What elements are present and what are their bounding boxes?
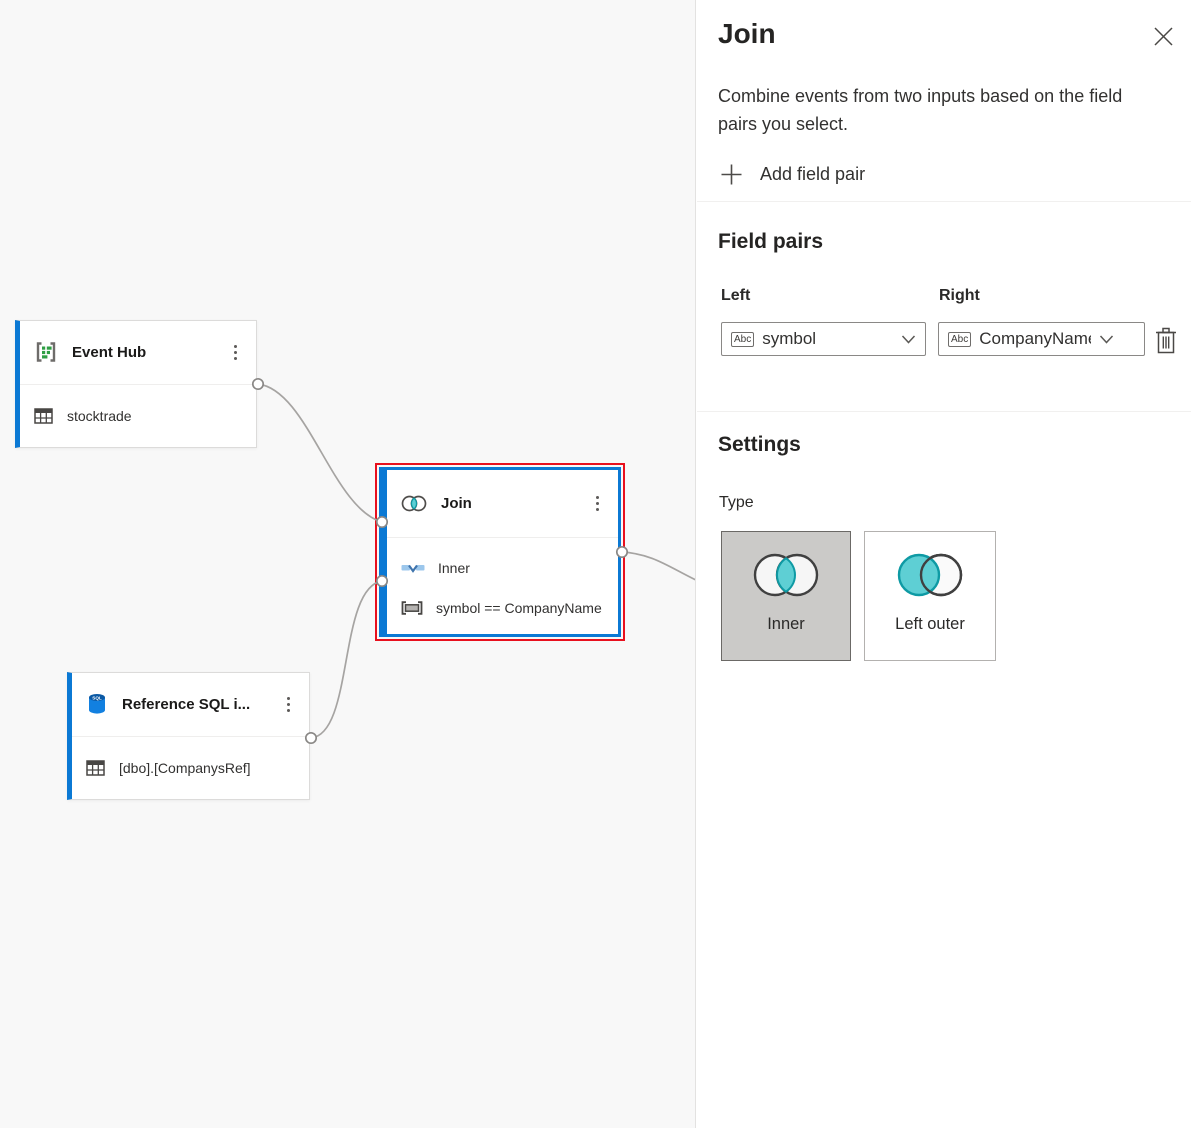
node-title: Event Hub bbox=[72, 343, 147, 361]
right-field-value: CompanyName bbox=[979, 329, 1092, 348]
add-field-pair-button[interactable]: Add field pair bbox=[720, 163, 865, 186]
node-join-selection-outline: Join Inner bbox=[375, 463, 625, 641]
add-field-pair-label: Add field pair bbox=[760, 164, 866, 184]
inner-join-icon bbox=[401, 561, 425, 575]
join-condition-value: symbol == CompanyName bbox=[436, 600, 602, 616]
divider bbox=[697, 201, 1191, 202]
text-type-icon: Abc bbox=[948, 331, 972, 347]
join-condition-icon bbox=[401, 601, 423, 615]
join-condition-row: symbol == CompanyName bbox=[401, 588, 618, 628]
left-outer-join-venn-icon bbox=[897, 553, 963, 597]
node-title: Reference SQL i... bbox=[122, 695, 251, 713]
delete-field-pair-button[interactable] bbox=[1153, 327, 1179, 355]
diagram-canvas[interactable]: Event Hub stocktrade bbox=[0, 0, 695, 1128]
inner-option-label: Inner bbox=[767, 615, 805, 633]
inner-join-venn-icon bbox=[753, 553, 819, 597]
svg-text:SQL: SQL bbox=[92, 696, 102, 701]
join-venn-icon bbox=[401, 494, 427, 513]
node-reference-sql-body: [dbo].[CompanysRef] bbox=[72, 735, 309, 800]
join-type-row: Inner bbox=[401, 548, 618, 588]
node-reference-sql-header: SQL Reference SQL i... bbox=[72, 673, 309, 736]
panel-title: Join bbox=[718, 18, 776, 49]
edge-join-output bbox=[621, 551, 695, 581]
more-options-icon[interactable] bbox=[284, 693, 293, 716]
table-name: stocktrade bbox=[67, 407, 132, 424]
left-outer-option-label: Left outer bbox=[895, 615, 965, 633]
node-event-hub-body: stocktrade bbox=[20, 383, 256, 448]
node-reference-sql[interactable]: SQL Reference SQL i... [dbo].[CompanysRe… bbox=[67, 672, 310, 800]
table-icon bbox=[86, 760, 105, 776]
trash-icon bbox=[1156, 327, 1176, 354]
plus-icon bbox=[721, 164, 742, 185]
chevron-down-icon bbox=[901, 334, 916, 344]
left-field-dropdown[interactable]: Abc symbol bbox=[721, 322, 926, 356]
chevron-down-icon bbox=[1100, 334, 1114, 344]
sql-database-icon: SQL bbox=[86, 692, 108, 716]
close-button[interactable] bbox=[1151, 24, 1175, 48]
node-join-header: Join bbox=[387, 470, 618, 537]
node-event-hub[interactable]: Event Hub stocktrade bbox=[15, 320, 257, 448]
table-name: [dbo].[CompanysRef] bbox=[119, 759, 251, 776]
type-label: Type bbox=[719, 494, 754, 511]
node-title: Join bbox=[441, 495, 472, 512]
settings-heading: Settings bbox=[718, 433, 801, 456]
panel-description: Combine events from two inputs based on … bbox=[718, 86, 1123, 134]
more-options-icon[interactable] bbox=[593, 492, 602, 515]
node-join-body: Inner symbol == CompanyName bbox=[387, 537, 618, 634]
text-type-icon: Abc bbox=[731, 331, 755, 347]
join-type-value: Inner bbox=[438, 560, 470, 576]
close-icon bbox=[1153, 26, 1173, 46]
more-options-icon[interactable] bbox=[231, 341, 240, 364]
node-join[interactable]: Join Inner bbox=[379, 467, 621, 637]
edge-eventhub-to-join bbox=[257, 383, 383, 523]
edge-refsql-to-join bbox=[310, 580, 383, 739]
right-field-dropdown[interactable]: Abc CompanyName bbox=[938, 322, 1145, 356]
right-label: Right bbox=[939, 287, 980, 304]
event-hub-icon bbox=[34, 340, 58, 364]
join-settings-panel: Join Combine events from two inputs base… bbox=[695, 0, 1191, 1128]
table-icon bbox=[34, 408, 53, 424]
join-type-left-outer-option[interactable]: Left outer bbox=[864, 531, 996, 661]
left-label: Left bbox=[721, 287, 751, 304]
node-event-hub-header: Event Hub bbox=[20, 321, 256, 384]
field-pairs-heading: Field pairs bbox=[718, 230, 824, 253]
join-type-inner-option[interactable]: Inner bbox=[721, 531, 851, 661]
left-field-value: symbol bbox=[762, 329, 817, 348]
divider bbox=[697, 411, 1191, 412]
